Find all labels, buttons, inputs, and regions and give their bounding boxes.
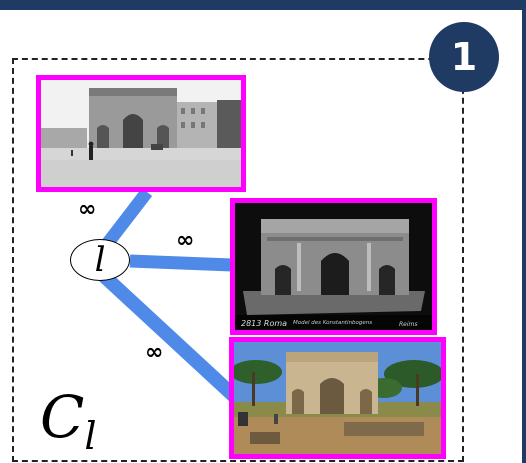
header-bar	[0, 0, 526, 10]
step-number: 1	[450, 35, 478, 79]
photo-2-caption-left: 2813 Roma	[241, 319, 287, 328]
edge-weight-3: ∞	[145, 340, 164, 365]
photo-3-image	[234, 342, 441, 454]
edge-1	[98, 188, 153, 252]
edge-2	[129, 254, 233, 272]
cluster-boundary	[12, 58, 464, 462]
right-edge-bar	[522, 10, 526, 463]
cluster-label: Cl	[40, 388, 97, 455]
edge-weight-1: ∞	[78, 197, 97, 222]
photo-2: 2813 Roma Model des Konstantinbogens Rei…	[230, 198, 437, 335]
photo-2-image: 2813 Roma Model des Konstantinbogens Rei…	[235, 203, 432, 330]
photo-2-caption-mid: Model des Konstantinbogens	[293, 320, 372, 326]
photo-1	[36, 75, 246, 192]
edge-weight-2: ∞	[176, 228, 195, 253]
cluster-label-main: C	[40, 383, 85, 451]
photo-2-caption-right: Reims	[399, 321, 418, 328]
graph-node: l	[70, 239, 130, 281]
step-badge: 1	[429, 22, 499, 92]
cluster-label-sub: l	[84, 414, 97, 458]
node-label: l	[94, 240, 106, 280]
photo-3	[229, 337, 446, 459]
edge-3	[99, 270, 241, 404]
photo-1-image	[41, 80, 241, 187]
